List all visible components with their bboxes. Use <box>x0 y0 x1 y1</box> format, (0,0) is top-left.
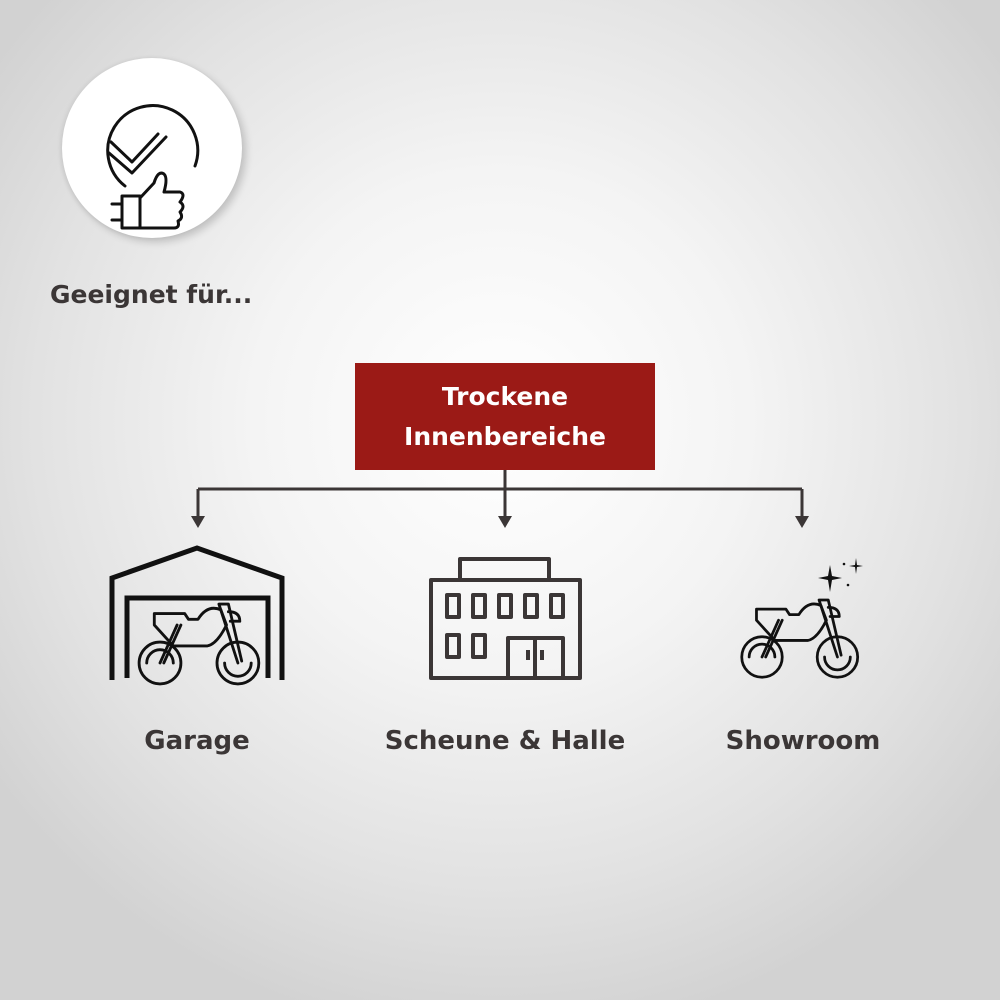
item-label-showroom: Showroom <box>725 726 881 756</box>
arrowheads <box>191 516 809 528</box>
sparkle-icon <box>849 558 863 574</box>
item-label-barn-hall: Scheune & Halle <box>384 726 626 756</box>
category-box: Trockene Innenbereiche <box>355 363 655 470</box>
thumbs-up-check-icon <box>106 104 200 230</box>
item-label-garage: Garage <box>144 726 250 756</box>
sparkling-motorcycle-icon <box>740 558 863 679</box>
category-line-1: Trockene <box>441 381 569 411</box>
building-icon <box>429 557 582 680</box>
sparkle-icon <box>818 565 842 592</box>
connector-lines <box>196 470 804 518</box>
category-line-2: Innenbereiche <box>404 421 606 451</box>
page-subtitle: Geeignet für... <box>50 280 253 309</box>
approval-badge <box>62 58 242 238</box>
garage-motorcycle-icon <box>109 545 285 686</box>
